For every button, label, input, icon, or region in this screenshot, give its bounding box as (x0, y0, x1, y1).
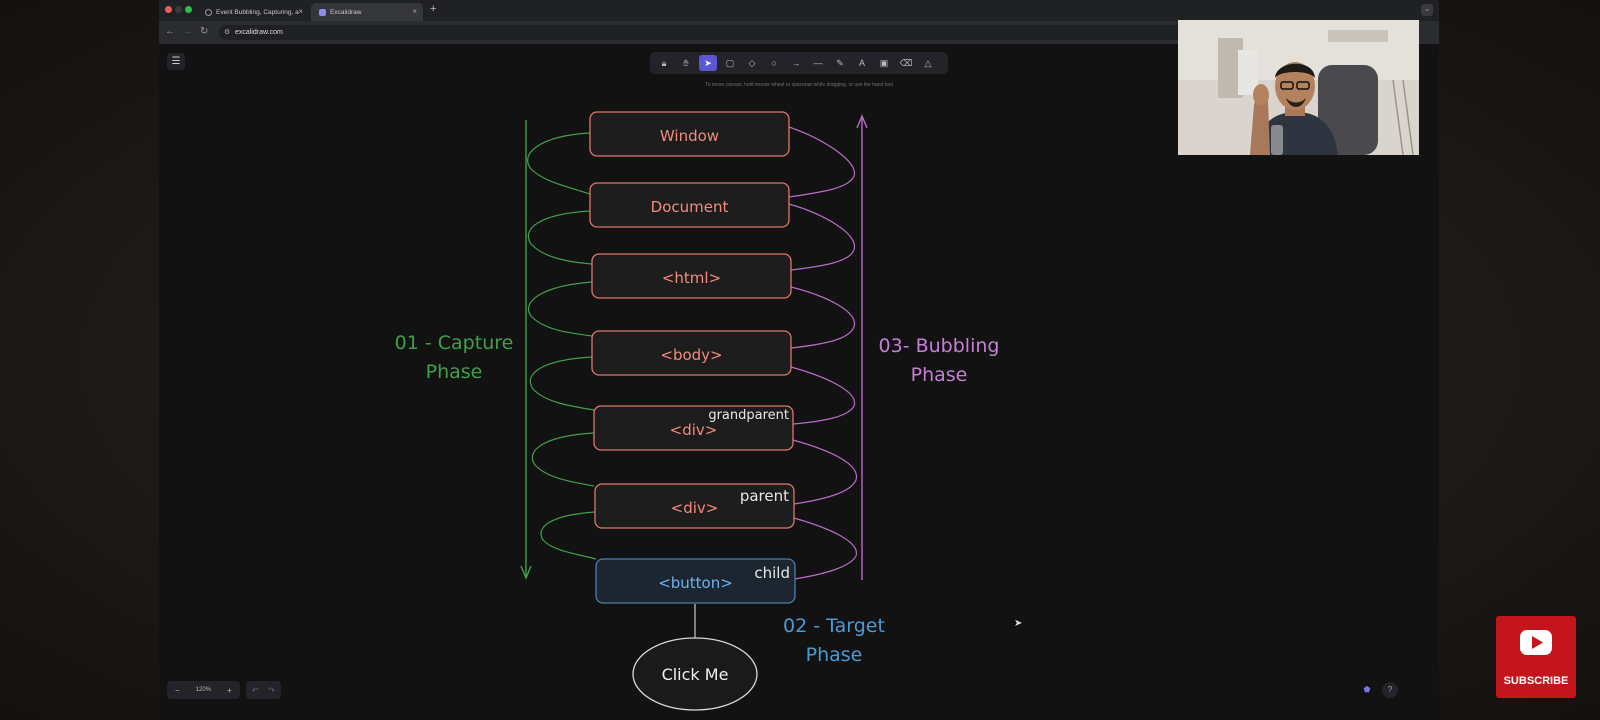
site-info-icon[interactable]: ⚙ (224, 29, 231, 36)
line-tool-icon[interactable]: — (813, 58, 823, 68)
zoom-out-button[interactable]: − (175, 685, 180, 695)
canvas-hint: To move canvas, hold mouse wheel or spac… (705, 82, 893, 88)
minimize-window-button[interactable] (175, 6, 182, 13)
box-body[interactable]: <body> (591, 330, 792, 376)
bubbling-phase-line1: 03- Bubbling (879, 335, 1000, 357)
bubbling-phase-label: 03- Bubbling Phase (879, 335, 1000, 386)
hand-tool-icon[interactable]: ✋︎ (683, 58, 689, 68)
more-tools-icon[interactable]: △ (924, 58, 932, 68)
youtube-play-icon (1520, 630, 1552, 655)
capture-phase-line1: 01 - Capture (395, 332, 514, 354)
tab-title: Event Bubbling, Capturing, a (216, 8, 299, 16)
redo-icon[interactable]: ↷ (268, 685, 276, 695)
subscribe-button[interactable]: SUBSCRIBE (1496, 616, 1576, 698)
event-flow-diagram: Window Document <html> <body> <div> gran… (395, 111, 1000, 711)
excalidraw-favicon-icon (319, 8, 326, 16)
back-icon[interactable]: ← (165, 26, 175, 37)
box-label: Document (651, 198, 729, 216)
target-phase-label: 02 - Target Phase (783, 615, 885, 666)
box-html[interactable]: <html> (591, 253, 792, 299)
bubbling-squiggles (788, 126, 858, 580)
maximize-window-button[interactable] (185, 6, 192, 13)
zoom-controls: − 120% + (167, 681, 240, 699)
library-shield-icon[interactable]: ⬟ (1363, 685, 1371, 694)
box-tag-grandparent: grandparent (708, 408, 789, 423)
tab-bar: Event Bubbling, Capturing, a × Excalidra… (159, 0, 1439, 21)
subscribe-label: SUBSCRIBE (1503, 675, 1569, 687)
eraser-tool-icon[interactable]: ⌫ (899, 58, 913, 68)
box-document[interactable]: Document (589, 182, 790, 228)
new-tab-button[interactable]: + (430, 3, 437, 15)
bubbling-phase-line2: Phase (911, 364, 968, 386)
box-button-child[interactable]: <button> child (595, 558, 796, 604)
help-icon[interactable]: ? (1382, 682, 1398, 698)
box-tag-parent: parent (740, 487, 789, 505)
click-me-ellipse[interactable]: Click Me (632, 637, 758, 711)
zoom-level[interactable]: 120% (195, 687, 212, 693)
undo-redo-controls: ↶ ↷ (245, 681, 282, 699)
ellipse-tool-icon[interactable]: ○ (771, 58, 777, 68)
target-phase-line2: Phase (806, 644, 863, 666)
arrow-tool-icon[interactable]: → (791, 58, 801, 68)
shape-toolbar: 🔒︎ ✋︎ ➤ ▢ ◇ ○ → — ✎ A ▣ ⌫ △ (650, 52, 948, 74)
rectangle-tool-icon[interactable]: ▢ (725, 58, 735, 68)
webcam-overlay (1178, 20, 1419, 155)
box-div-grandparent[interactable]: <div> grandparent (593, 405, 794, 451)
tab-event-bubbling[interactable]: Event Bubbling, Capturing, a × (197, 3, 309, 21)
presenter-image (1178, 20, 1419, 155)
capture-phase-line2: Phase (426, 361, 483, 383)
target-phase-line1: 02 - Target (783, 615, 885, 637)
box-label: <div> (670, 421, 718, 439)
undo-icon[interactable]: ↶ (251, 685, 259, 695)
tab-title: Excalidraw (330, 8, 362, 16)
url-text: excalidraw.com (235, 29, 283, 36)
close-window-button[interactable] (165, 6, 172, 13)
zoom-in-button[interactable]: + (227, 685, 232, 695)
forward-icon[interactable]: → (183, 26, 193, 37)
text-tool-icon[interactable]: A (858, 58, 865, 68)
diamond-tool-icon[interactable]: ◇ (748, 58, 756, 68)
tab-excalidraw[interactable]: Excalidraw × (311, 3, 423, 21)
box-div-parent[interactable]: <div> parent (594, 483, 795, 529)
capture-phase-label: 01 - Capture Phase (395, 332, 514, 383)
lock-tool-icon[interactable]: 🔒︎ (661, 58, 667, 68)
box-window[interactable]: Window (589, 111, 790, 157)
excalidraw-canvas[interactable]: ☰ 🔒︎ ✋︎ ➤ ▢ ◇ ○ → — ✎ A ▣ ⌫ △ To move ca… (159, 44, 1439, 720)
close-tab-icon[interactable]: × (412, 7, 417, 16)
box-label: <button> (658, 574, 733, 592)
close-tab-icon[interactable]: × (298, 7, 303, 16)
bubbling-arrow (856, 114, 868, 580)
reload-icon[interactable]: ↻ (200, 26, 209, 37)
box-label: <body> (660, 346, 722, 364)
url-input[interactable]: ⚙ excalidraw.com (219, 25, 1219, 40)
tab-search-icon[interactable]: ⌄ (1421, 4, 1433, 16)
box-label: <html> (662, 269, 721, 287)
mouse-cursor-icon: ➤ (1014, 618, 1023, 629)
selection-tool-icon[interactable]: ➤ (699, 55, 717, 71)
draw-tool-icon[interactable]: ✎ (836, 58, 844, 68)
globe-icon (205, 8, 212, 16)
box-label: Window (660, 127, 719, 145)
image-tool-icon[interactable]: ▣ (879, 58, 889, 68)
box-label: <div> (671, 499, 719, 517)
bottom-controls: − 120% + ↶ ↷ (167, 681, 282, 699)
main-menu-button[interactable]: ☰ (167, 53, 185, 70)
capture-arrow (520, 120, 532, 580)
click-me-label: Click Me (662, 665, 729, 684)
box-tag-child: child (754, 564, 790, 582)
capture-squiggles (527, 132, 597, 560)
